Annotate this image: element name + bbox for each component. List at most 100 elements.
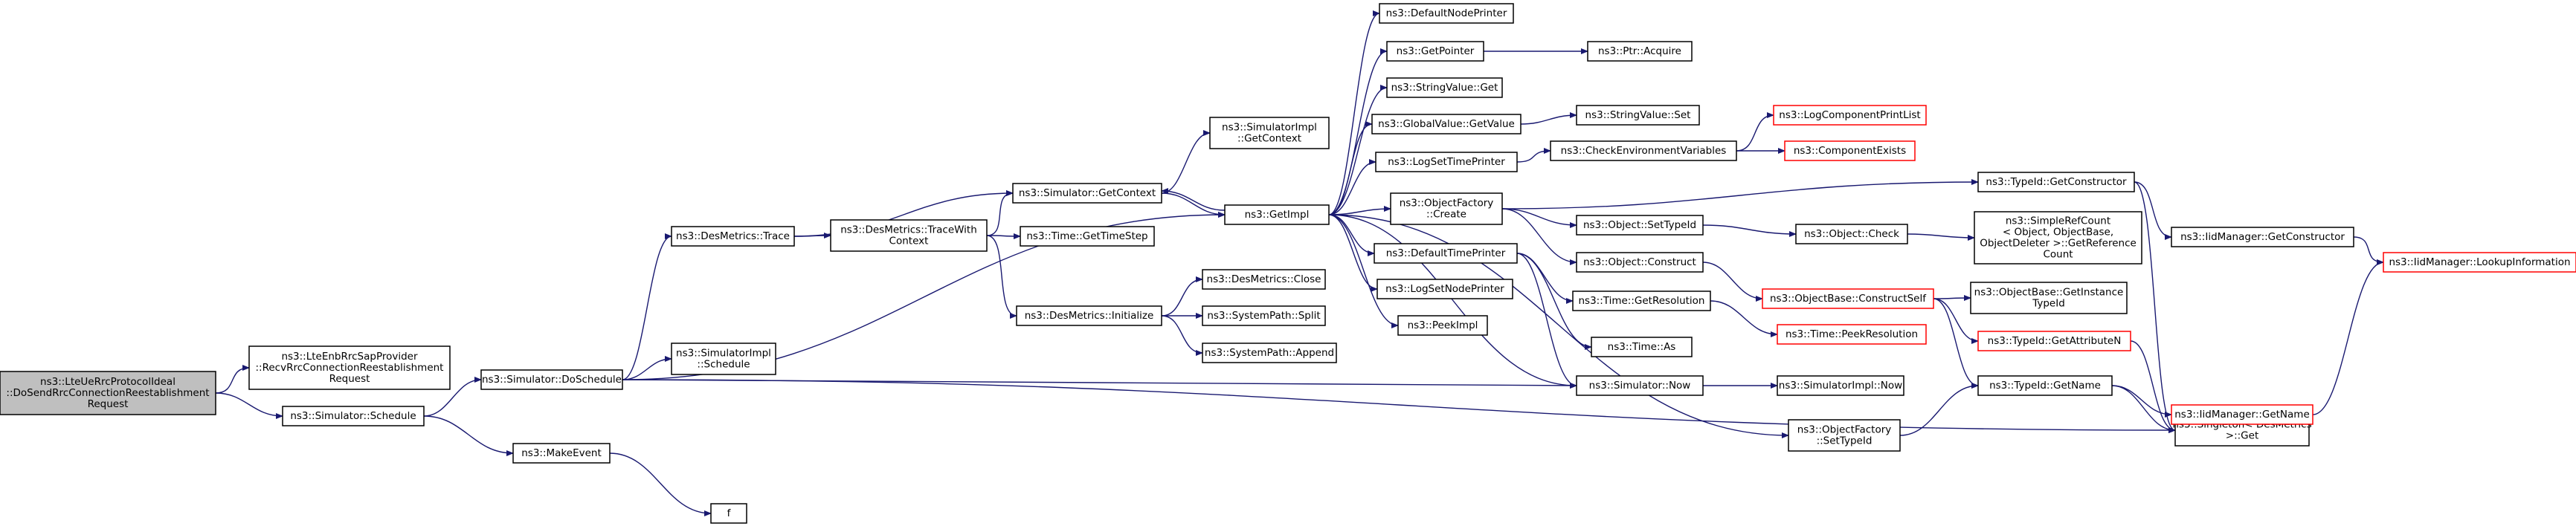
node-sysAppend[interactable]: ns3::SystemPath::Append <box>1202 343 1337 363</box>
edge-defaultTimePrinter-to-timeGetResolution <box>1516 253 1574 304</box>
node-timeAs[interactable]: ns3::Time::As <box>1591 337 1693 357</box>
node-objectSetTypeId[interactable]: ns3::Object::SetTypeId <box>1576 215 1704 236</box>
node-schedule[interactable]: ns3::Simulator::Schedule <box>282 406 425 426</box>
node-typeIdGetConstructor[interactable]: ns3::TypeId::GetConstructor <box>1977 172 2135 192</box>
node-getContext[interactable]: ns3::Simulator::GetContext <box>1012 183 1162 204</box>
node-sysSplit[interactable]: ns3::SystemPath::Split <box>1202 305 1326 326</box>
node-label-line: ns3::Ptr::Acquire <box>1598 45 1681 57</box>
node-label-line: ns3::LogSetNodePrinter <box>1385 283 1504 295</box>
node-label-line: ns3::Time::GetResolution <box>1578 295 1704 307</box>
node-iidGetConstructor[interactable]: ns3::IidManager::GetConstructor <box>2171 227 2354 247</box>
node-desClose[interactable]: ns3::DesMetrics::Close <box>1202 269 1326 290</box>
node-label-line: ::RecvRrcConnectionReestablishment <box>256 362 444 374</box>
edge-iidGetName-to-iidLookupInformation <box>2312 259 2384 415</box>
edge-getImpl-to-getContext <box>1161 188 1226 211</box>
node-label-line: ns3::GetImpl <box>1245 209 1310 221</box>
node-box <box>1762 288 1934 309</box>
node-simpleRefCount[interactable]: ns3::SimpleRefCount< Object, ObjectBase,… <box>1974 211 2142 264</box>
node-box <box>1397 315 1488 336</box>
node-label-line: ns3::DesMetrics::Close <box>1207 273 1321 285</box>
node-label-line: ::SetTypeId <box>1817 435 1873 447</box>
node-simImplGetContext[interactable]: ns3::SimulatorImpl::GetContext <box>1209 117 1330 149</box>
node-timeGetResolution[interactable]: ns3::Time::GetResolution <box>1572 291 1711 311</box>
node-label-line: ns3::IidManager::GetName <box>2174 409 2310 421</box>
node-stringValueSet[interactable]: ns3::StringValue::Set <box>1576 105 1700 126</box>
node-box <box>1016 305 1162 326</box>
node-label-line: ::DoSendRrcConnectionReestablishment <box>6 387 209 399</box>
edge-timeGetResolution-to-timePeekResolution <box>1710 300 1778 337</box>
node-timePeekResolution[interactable]: ns3::Time::PeekResolution <box>1777 324 1927 345</box>
node-peekImpl[interactable]: ns3::PeekImpl <box>1397 315 1488 336</box>
node-desTrace[interactable]: ns3::DesMetrics::Trace <box>671 226 795 247</box>
node-f[interactable]: f <box>710 503 747 524</box>
node-objectCheck[interactable]: ns3::Object::Check <box>1795 224 1908 244</box>
node-globalValueGetValue[interactable]: ns3::GlobalValue::GetValue <box>1371 114 1522 134</box>
edge-objectSetTypeId-to-objectCheck <box>1702 224 1797 237</box>
node-simImplNow[interactable]: ns3::SimulatorImpl::Now <box>1777 375 1904 396</box>
node-label-line: ns3::DesMetrics::Trace <box>676 230 790 242</box>
node-label-line: ns3::Object::Construct <box>1583 256 1696 268</box>
node-box <box>0 371 216 415</box>
node-getPointer[interactable]: ns3::GetPointer <box>1386 41 1484 62</box>
node-label-line: ns3::SimpleRefCount <box>2006 215 2110 227</box>
node-constructSelf[interactable]: ns3::ObjectBase::ConstructSelf <box>1762 288 1934 309</box>
node-box <box>1773 105 1927 126</box>
node-typeIdGetAttributeN[interactable]: ns3::TypeId::GetAttributeN <box>1977 331 2131 351</box>
node-simulatorNow[interactable]: ns3::Simulator::Now <box>1576 375 1704 396</box>
node-box <box>1371 114 1522 134</box>
node-label-line: ns3::MakeEvent <box>521 447 602 459</box>
node-defaultTimePrinter[interactable]: ns3::DefaultTimePrinter <box>1374 243 1518 264</box>
edge-defaultTimePrinter-to-simulatorNow <box>1516 253 1577 389</box>
node-componentExists[interactable]: ns3::ComponentExists <box>1784 140 1916 161</box>
node-ptrAcquire[interactable]: ns3::Ptr::Acquire <box>1587 41 1693 62</box>
node-box <box>1224 204 1330 225</box>
node-checkEnv[interactable]: ns3::CheckEnvironmentVariables <box>1550 140 1737 161</box>
node-box <box>1977 331 2131 351</box>
node-objectFactoryCreate[interactable]: ns3::ObjectFactory::Create <box>1390 192 1503 225</box>
node-objectFactorySetTypeId[interactable]: ns3::ObjectFactory::SetTypeId <box>1788 419 1901 452</box>
node-box <box>710 503 747 524</box>
node-label-line: ns3::DesMetrics::TraceWith <box>840 224 977 236</box>
node-label-line: TypeId <box>2032 298 2065 310</box>
edge-defaultTimePrinter-to-timeAs <box>1516 253 1592 350</box>
node-root[interactable]: ns3::LteUeRrcProtocolIdeal::DoSendRrcCon… <box>0 371 216 415</box>
node-label-line: ns3::SimulatorImpl <box>1222 122 1317 134</box>
node-label-line: ns3::DesMetrics::Initialize <box>1025 310 1154 322</box>
edge-typeIdGetName-to-iidGetName <box>2111 385 2172 418</box>
node-label-line: ns3::ObjectFactory <box>1797 424 1892 436</box>
edge-typeIdGetName-to-singletonGet <box>2111 385 2176 433</box>
node-label-line: ns3::DefaultTimePrinter <box>1386 247 1506 259</box>
node-makeEvent[interactable]: ns3::MakeEvent <box>512 443 611 464</box>
node-iidLookupInformation[interactable]: ns3::IidManager::LookupInformation <box>2383 252 2576 273</box>
edge-schedule-to-makeEvent <box>423 415 514 456</box>
node-simImplSchedule[interactable]: ns3::SimulatorImpl::Schedule <box>671 343 776 375</box>
node-logComponentPrintList[interactable]: ns3::LogComponentPrintList <box>1773 105 1927 126</box>
node-initialize[interactable]: ns3::DesMetrics::Initialize <box>1016 305 1162 326</box>
node-label-line: ns3::Time::As <box>1608 341 1676 353</box>
node-logSetTimePrinter[interactable]: ns3::LogSetTimePrinter <box>1375 152 1518 172</box>
node-box <box>671 226 795 247</box>
edge-getImpl-to-getPointer <box>1328 48 1388 215</box>
node-doSchedule[interactable]: ns3::Simulator::DoSchedule <box>480 369 623 390</box>
node-typeIdGetName[interactable]: ns3::TypeId::GetName <box>1977 375 2113 396</box>
node-objectConstruct[interactable]: ns3::Object::Construct <box>1576 252 1704 273</box>
node-getImpl[interactable]: ns3::GetImpl <box>1224 204 1330 225</box>
node-getTimeStep[interactable]: ns3::Time::GetTimeStep <box>1020 226 1155 247</box>
node-label-line: >::Get <box>2226 430 2258 442</box>
node-logSetNodePrinter[interactable]: ns3::LogSetNodePrinter <box>1376 279 1513 299</box>
node-label-line: ns3::ObjectFactory <box>1400 198 1494 210</box>
edge-desTrace-to-getContext <box>793 190 1014 237</box>
node-stringValueGet[interactable]: ns3::StringValue::Get <box>1386 77 1503 98</box>
edge-initialize-to-sysAppend <box>1161 315 1203 356</box>
node-iidGetName[interactable]: ns3::IidManager::GetName <box>2171 404 2313 425</box>
node-box <box>1977 172 2135 192</box>
node-recvRrc[interactable]: ns3::LteEnbRrcSapProvider::RecvRrcConnec… <box>248 345 451 390</box>
edge-getImpl-to-simulatorNow <box>1328 214 1577 389</box>
node-label-line: ns3::SystemPath::Split <box>1207 310 1320 322</box>
node-defaultNodePrinter[interactable]: ns3::DefaultNodePrinter <box>1379 3 1514 24</box>
node-label-line: ::Schedule <box>697 359 750 371</box>
node-box <box>1209 117 1330 149</box>
node-box <box>1587 41 1693 62</box>
